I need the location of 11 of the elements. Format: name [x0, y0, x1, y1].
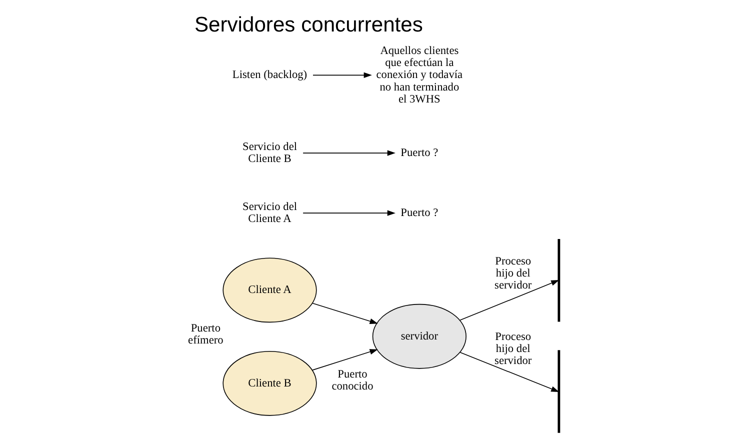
node-text: Puerto ?: [400, 207, 438, 220]
node-text: Aquellos clientes que efectúan la conexión y todavía no han terminado el 3WHS: [376, 44, 463, 106]
diagram-title: Servidores concurrentes: [194, 14, 423, 37]
node-label: Puerto efímero: [188, 322, 224, 346]
node-text: Puerto ?: [400, 147, 438, 160]
node-text: Servicio del Cliente A: [242, 200, 298, 226]
node-label: Puerto conocido: [332, 368, 374, 393]
node-text: Listen (backlog): [232, 69, 308, 82]
edge-label: Proceso hijo del servidor: [494, 255, 532, 292]
node-text: Servicio del Cliente B: [242, 140, 298, 166]
edge-label: Proceso hijo del servidor: [494, 330, 532, 368]
